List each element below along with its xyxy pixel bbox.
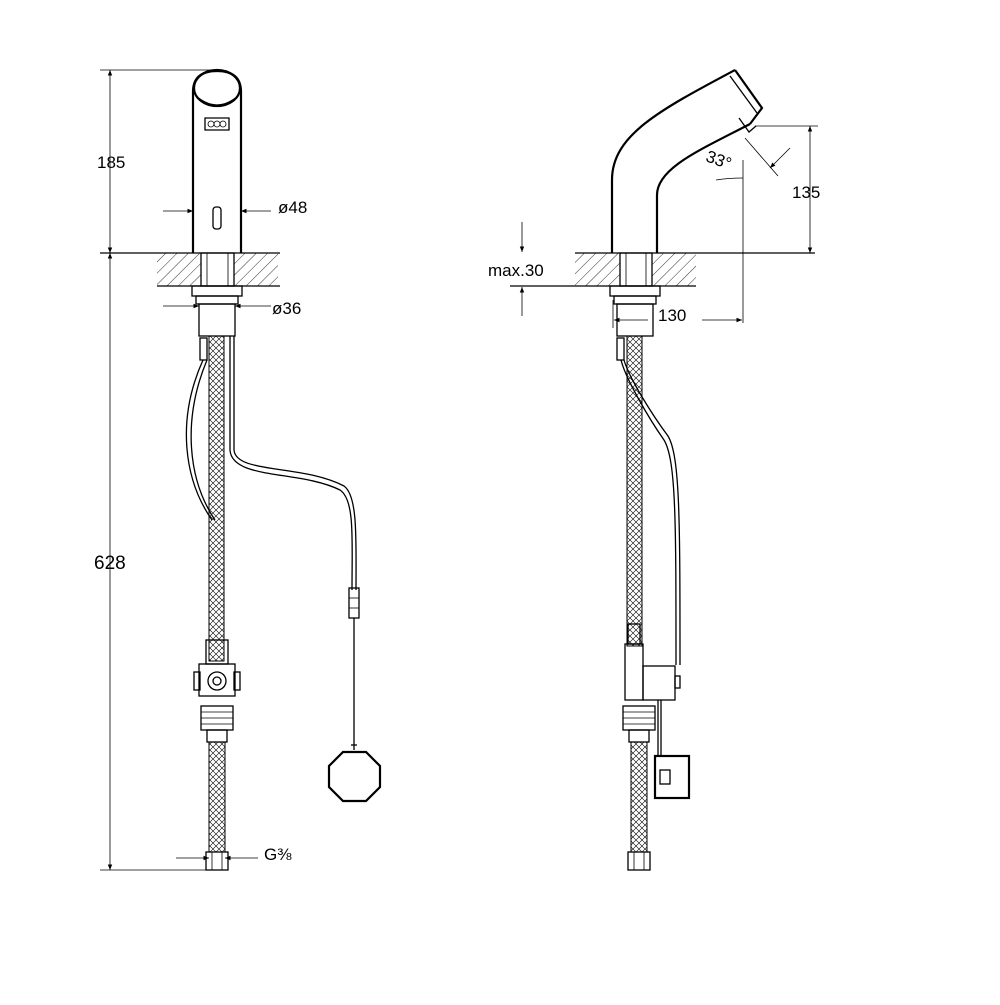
front-valve <box>193 639 241 871</box>
side-view: 33° 135 max.30 130 <box>488 69 820 871</box>
side-dimensions <box>519 125 818 328</box>
side-spout <box>610 69 764 253</box>
front-shank <box>191 252 243 337</box>
front-view: 185 ø48 ø36 628 G⅜ <box>94 68 382 871</box>
side-deck <box>510 252 815 287</box>
connection-thread-label: G⅜ <box>264 845 292 864</box>
outlet-height-label: 135 <box>792 183 820 202</box>
side-hoses <box>616 335 681 666</box>
front-faucet-body <box>191 68 243 253</box>
deck-thickness-label: max.30 <box>488 261 544 280</box>
body-diameter-label: ø48 <box>278 198 307 217</box>
front-hoses <box>185 335 382 803</box>
front-deck <box>100 252 280 287</box>
spout-height-label: 185 <box>97 153 125 172</box>
side-valve <box>622 623 691 871</box>
total-length-label: 628 <box>94 553 126 574</box>
projection-label: 130 <box>658 306 686 325</box>
spout-angle-label: 33° <box>703 147 734 174</box>
shank-diameter-label: ø36 <box>272 299 301 318</box>
front-dimensions <box>100 69 271 871</box>
side-shank <box>609 252 661 337</box>
